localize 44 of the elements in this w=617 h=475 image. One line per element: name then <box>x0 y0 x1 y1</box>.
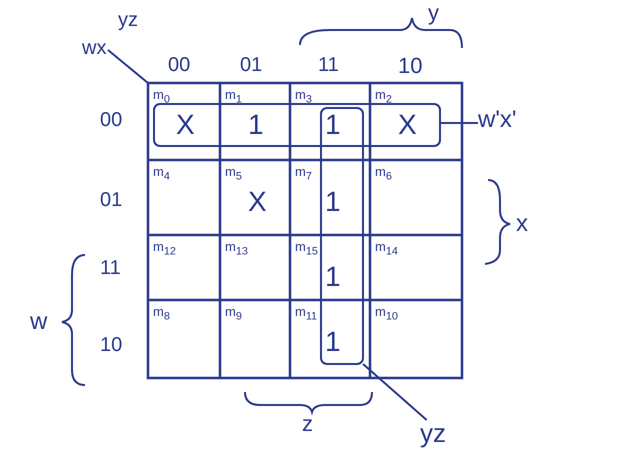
cell-value: 1 <box>325 111 341 139</box>
minterm-label: m$_{3}$ <box>295 88 312 106</box>
minterm-label: m$_{11}$ <box>295 305 318 322</box>
minterm-label: m$_{8}$ <box>153 305 170 322</box>
minterm-label: m$_{13}$ <box>225 240 248 258</box>
cell-value: 1 <box>325 263 341 291</box>
grouping-loop <box>320 107 364 365</box>
minterm-label: m$_{14}$ <box>375 240 398 258</box>
minterm-label: m$_{12}$ <box>153 240 176 258</box>
column-heading: 01 <box>240 55 262 75</box>
minterm-label: m$_{5}$ <box>225 165 242 182</box>
cell-value: 1 <box>325 328 341 356</box>
minterm-label: m$_{9}$ <box>225 305 242 322</box>
row-heading: 01 <box>100 190 122 210</box>
term-label: w'x' <box>478 108 516 132</box>
row-heading: 00 <box>100 110 122 130</box>
row-heading: 10 <box>100 335 122 355</box>
term-label: yz <box>420 420 446 446</box>
axis-variable-label: x <box>516 212 528 236</box>
cell-value: X <box>398 111 417 139</box>
cell-value: 1 <box>248 111 264 139</box>
column-heading: 00 <box>168 55 190 75</box>
cell-value: 1 <box>325 188 341 216</box>
minterm-label: m$_{1}$ <box>225 88 242 106</box>
minterm-label: m$_{10}$ <box>375 305 398 322</box>
minterm-label: m$_{6}$ <box>375 165 392 182</box>
axis-variable-label: yz <box>118 10 138 30</box>
axis-variable-label: wx <box>82 38 106 58</box>
minterm-label: m$_{7}$ <box>295 165 312 182</box>
column-heading: 11 <box>318 55 339 75</box>
grouping-loop <box>153 103 441 147</box>
axis-variable-label: z <box>302 413 313 435</box>
minterm-label: m$_{0}$ <box>153 88 170 106</box>
minterm-label: m$_{15}$ <box>295 240 318 258</box>
axis-variable-label: w <box>30 310 48 334</box>
leader-line <box>440 122 478 124</box>
minterm-label: m$_{2}$ <box>375 88 392 106</box>
column-heading: 10 <box>398 55 422 77</box>
row-heading: 11 <box>100 258 121 278</box>
minterm-label: m$_{4}$ <box>153 165 170 182</box>
axis-variable-label: y <box>428 2 439 24</box>
cell-value: X <box>248 188 267 216</box>
leader-line <box>362 363 428 421</box>
cell-value: X <box>176 111 195 139</box>
